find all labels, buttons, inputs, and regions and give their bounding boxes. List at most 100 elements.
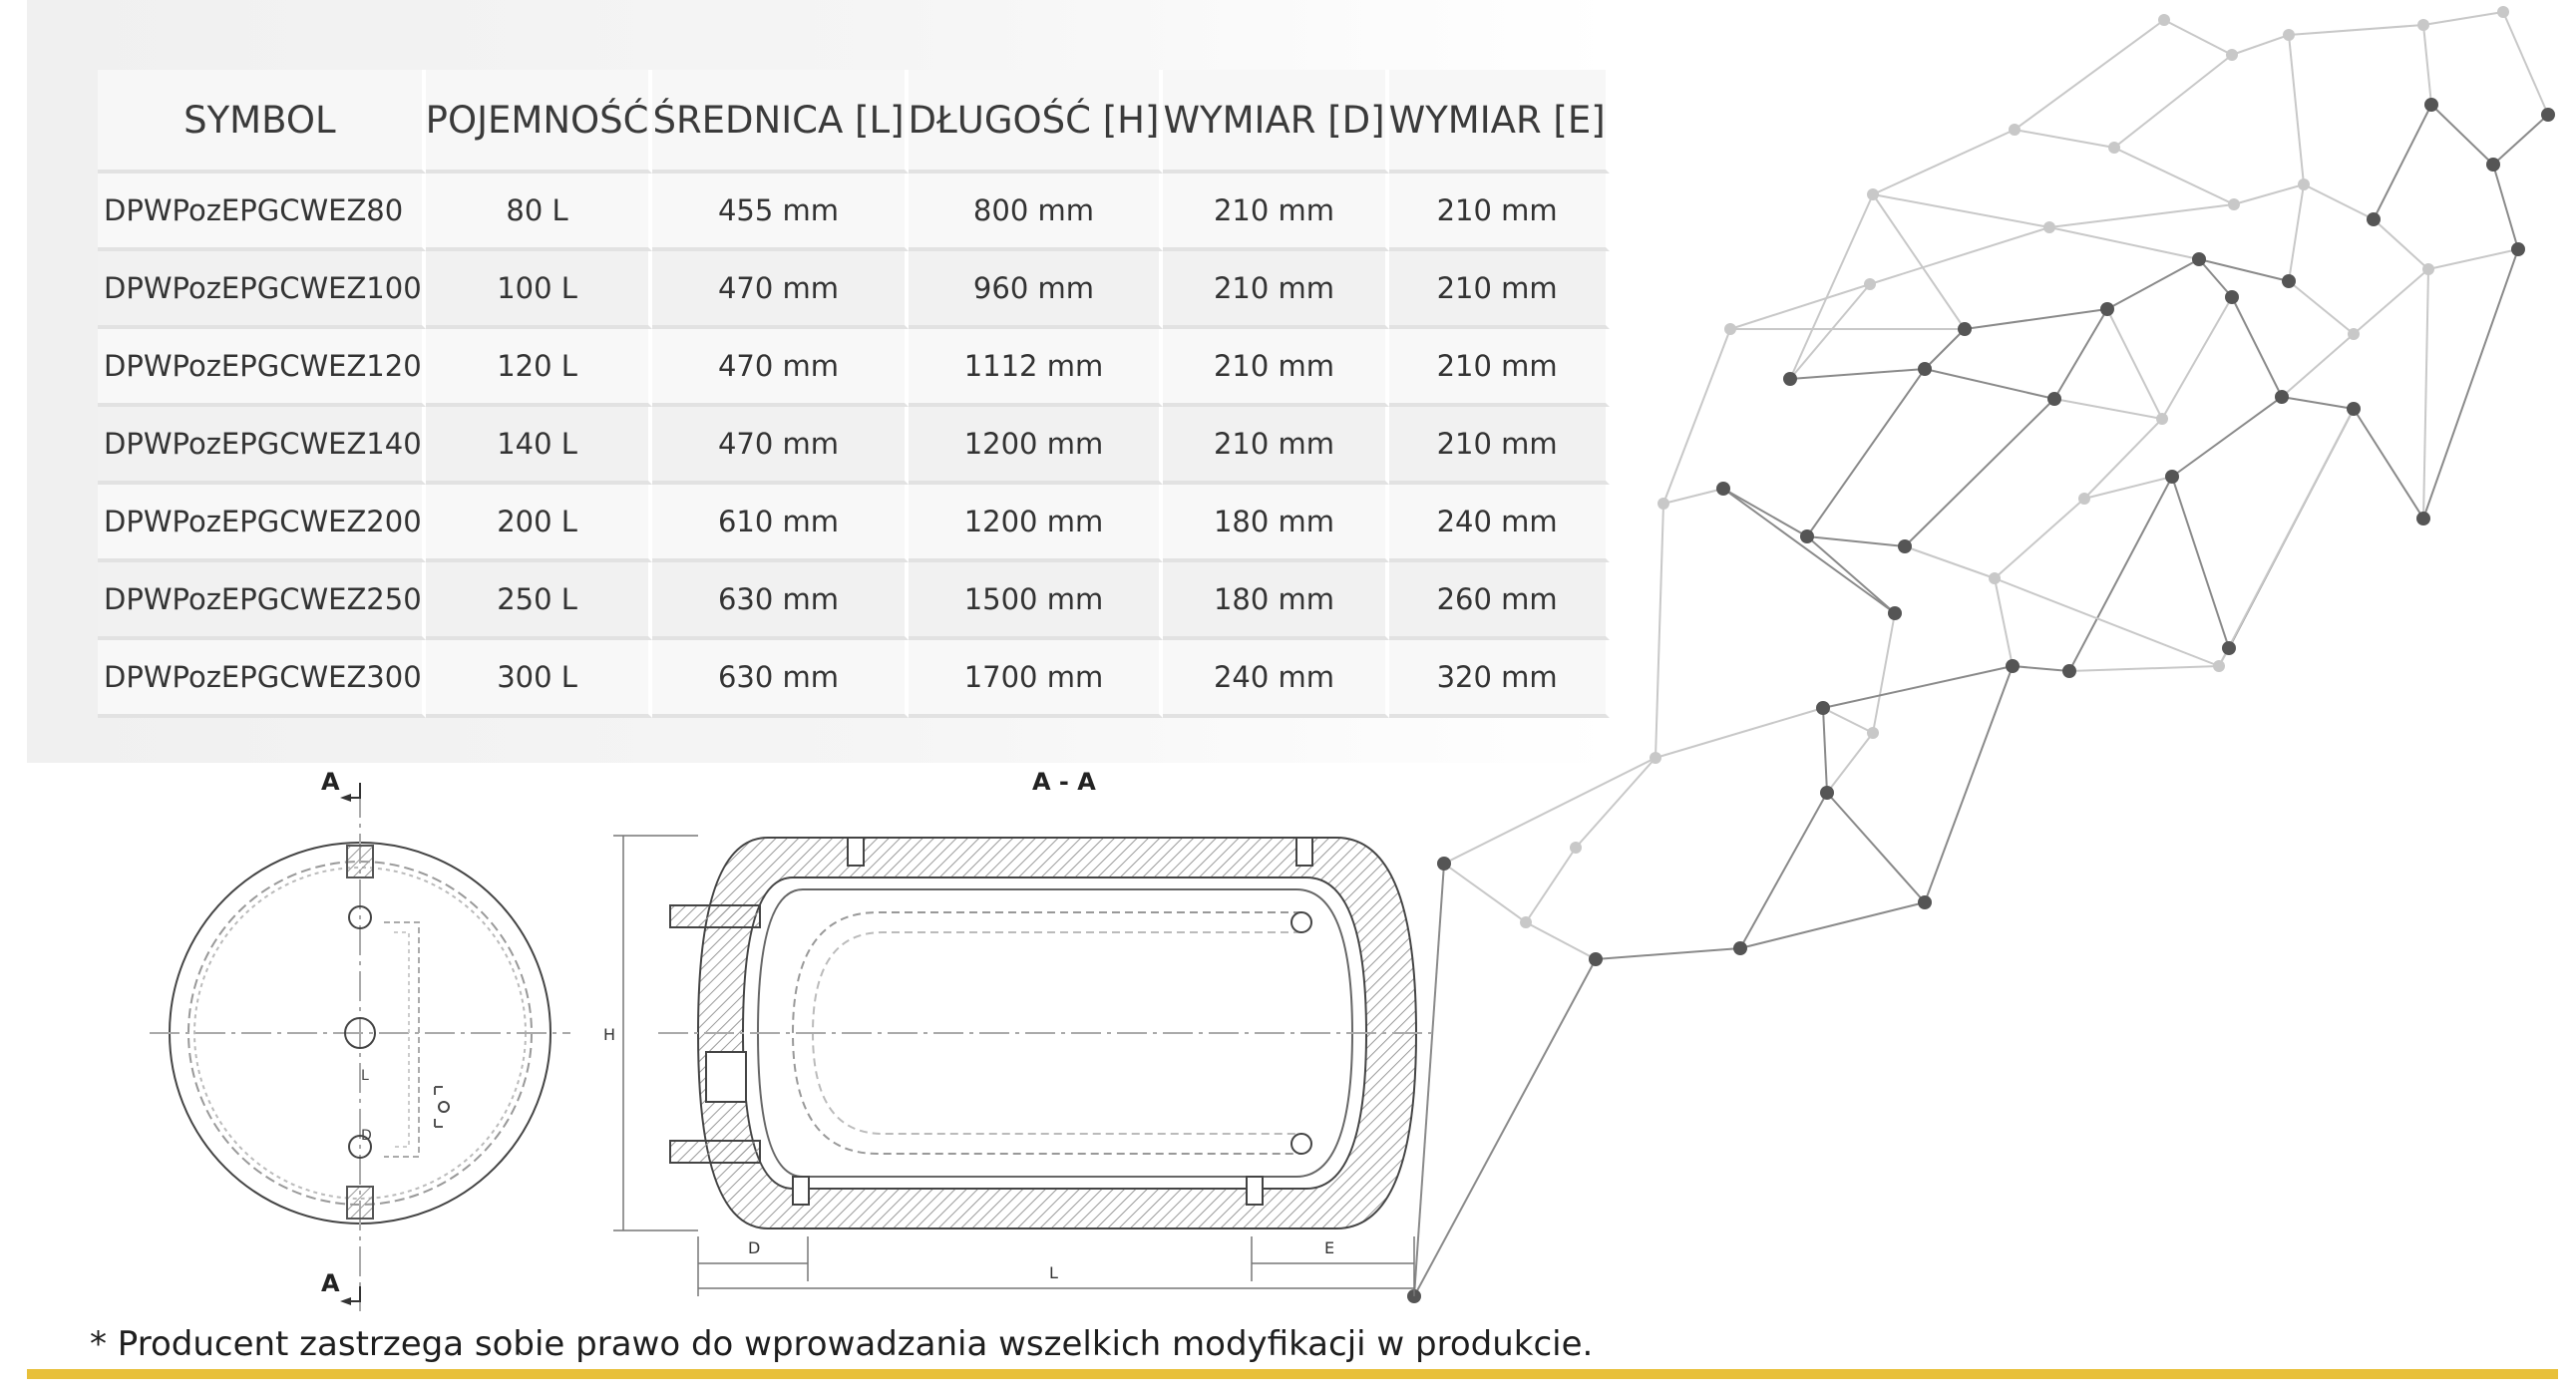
network-node bbox=[2213, 660, 2225, 672]
network-edge bbox=[2288, 280, 2355, 335]
dim-d-label: D bbox=[748, 1238, 760, 1257]
network-node bbox=[1800, 529, 1814, 543]
network-edge bbox=[1595, 947, 1741, 960]
network-edge bbox=[1662, 328, 1731, 505]
network-edge bbox=[2422, 11, 2504, 26]
network-edge bbox=[2163, 19, 2233, 56]
network-node bbox=[2228, 198, 2240, 210]
network-edge bbox=[2106, 308, 2163, 420]
stub-top-left bbox=[847, 837, 865, 867]
network-node bbox=[2100, 302, 2114, 316]
network-node bbox=[1918, 895, 1932, 909]
network-node bbox=[2416, 512, 2430, 525]
cell-dim-d: 180 mm bbox=[1163, 562, 1389, 640]
bottom-port bbox=[348, 1135, 372, 1159]
table-row: DPWPozEPGCWEZ100 100 L 470 mm 960 mm 210… bbox=[98, 251, 1610, 329]
cell-length: 1200 mm bbox=[908, 407, 1164, 485]
network-edge bbox=[2303, 183, 2375, 220]
network-edge bbox=[2198, 258, 2290, 282]
side-dim-l: L bbox=[361, 1068, 369, 1084]
dim-h-label: H bbox=[603, 1025, 615, 1044]
network-edge bbox=[1655, 707, 1824, 759]
dimension-lines bbox=[613, 835, 1415, 1296]
cell-dim-d: 210 mm bbox=[1163, 329, 1389, 407]
network-node bbox=[1958, 322, 1972, 336]
network-node bbox=[1867, 188, 1879, 200]
network-edge bbox=[2422, 268, 2429, 520]
section-marker-bottom: A bbox=[321, 1269, 340, 1297]
cell-capacity: 300 L bbox=[425, 640, 653, 718]
network-edge bbox=[1662, 488, 1724, 505]
network-edge bbox=[2430, 104, 2494, 166]
network-edge bbox=[1739, 792, 1828, 949]
network-node bbox=[2541, 108, 2555, 122]
section-arrow-bottom bbox=[347, 1286, 361, 1302]
network-edge bbox=[2083, 418, 2163, 500]
table-row: DPWPozEPGCWEZ250 250 L 630 mm 1500 mm 18… bbox=[98, 562, 1610, 640]
network-node bbox=[1716, 482, 1730, 496]
network-node bbox=[2282, 274, 2296, 288]
cell-capacity: 140 L bbox=[425, 407, 653, 485]
cell-capacity: 100 L bbox=[425, 251, 653, 329]
network-node bbox=[1898, 539, 1912, 553]
network-edge bbox=[2427, 248, 2519, 270]
cell-capacity: 250 L bbox=[425, 562, 653, 640]
cell-diameter: 630 mm bbox=[652, 640, 909, 718]
front-view-drawing bbox=[150, 783, 570, 1311]
network-node bbox=[2156, 413, 2168, 425]
network-edge bbox=[1655, 503, 1664, 759]
network-edge bbox=[2161, 296, 2233, 420]
cell-dim-e: 210 mm bbox=[1388, 251, 1610, 329]
network-node bbox=[2108, 142, 2120, 154]
network-node bbox=[2275, 390, 2289, 404]
network-node bbox=[2497, 6, 2509, 18]
header-diameter: ŚREDNICA [L] bbox=[652, 70, 909, 174]
cell-dim-e: 320 mm bbox=[1388, 640, 1610, 718]
cell-symbol: DPWPozEPGCWEZ140 bbox=[98, 407, 426, 485]
stub-bottom-right bbox=[1246, 1176, 1264, 1206]
network-edge bbox=[1924, 665, 2014, 903]
network-edge bbox=[1789, 283, 1871, 380]
bottom-fitting bbox=[346, 1186, 374, 1220]
network-node bbox=[2486, 158, 2500, 172]
network-edge bbox=[2048, 203, 2235, 228]
network-node bbox=[1650, 752, 1661, 764]
table-row: DPWPozEPGCWEZ200 200 L 610 mm 1200 mm 18… bbox=[98, 485, 1610, 562]
arrow-head-top bbox=[340, 794, 351, 802]
network-node bbox=[2006, 659, 2020, 673]
network-edge bbox=[1729, 283, 1871, 330]
network-node bbox=[2226, 49, 2238, 61]
network-edge bbox=[1413, 958, 1597, 1297]
cell-length: 1700 mm bbox=[908, 640, 1164, 718]
network-edge bbox=[1924, 328, 1966, 370]
coil-inner bbox=[394, 931, 410, 1148]
cell-symbol: DPWPozEPGCWEZ250 bbox=[98, 562, 426, 640]
network-edge bbox=[2014, 19, 2165, 131]
center-port bbox=[344, 1017, 376, 1049]
network-edge bbox=[2288, 34, 2305, 185]
network-edge bbox=[1722, 488, 1808, 537]
network-edge bbox=[2422, 24, 2432, 106]
network-edge bbox=[1904, 398, 2055, 547]
network-node bbox=[2511, 242, 2525, 256]
network-edge bbox=[2171, 396, 2283, 478]
network-edge bbox=[2053, 308, 2108, 400]
network-node bbox=[2047, 392, 2061, 406]
network-edge bbox=[1994, 577, 2014, 667]
network-node bbox=[2417, 19, 2429, 31]
cell-capacity: 120 L bbox=[425, 329, 653, 407]
network-node bbox=[2043, 221, 2055, 233]
network-edge bbox=[2233, 183, 2305, 205]
network-edge bbox=[2492, 114, 2549, 166]
cell-symbol: DPWPozEPGCWEZ80 bbox=[98, 174, 426, 251]
network-node bbox=[1783, 372, 1797, 386]
network-edges bbox=[1413, 11, 2549, 1297]
network-node bbox=[2222, 641, 2236, 655]
network-node bbox=[1816, 701, 1830, 715]
cell-dim-d: 240 mm bbox=[1163, 640, 1389, 718]
section-view-drawing bbox=[613, 835, 1436, 1296]
network-edge bbox=[1872, 612, 1896, 734]
accent-line bbox=[27, 1369, 2558, 1379]
network-node bbox=[1867, 727, 1879, 739]
network-node bbox=[1989, 572, 2001, 584]
